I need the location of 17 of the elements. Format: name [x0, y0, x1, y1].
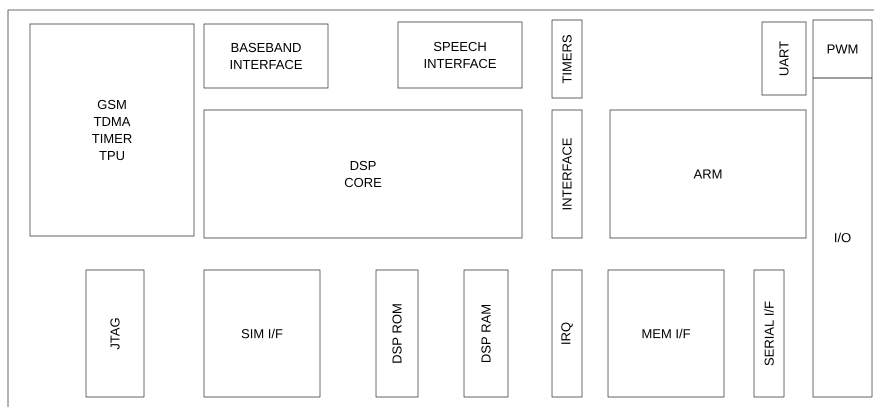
block-box: GSM TDMA TIMER TPU — [30, 24, 194, 236]
block-box: PWM — [812, 20, 872, 78]
block-box: SIM I/F — [204, 270, 320, 398]
block-box: ARM — [610, 110, 806, 238]
block-box: SERIAL I/F — [754, 270, 784, 398]
block-box: I/O — [812, 78, 872, 398]
block-box: UART — [762, 22, 806, 96]
block-box: DSP RAM — [464, 270, 508, 398]
block-box: BASEBAND INTERFACE — [204, 24, 328, 88]
block-box: SPEECH INTERFACE — [398, 22, 522, 88]
block-box: JTAG — [86, 270, 144, 398]
block-box: IRQ — [552, 270, 582, 398]
block-box: DSP CORE — [204, 110, 522, 238]
block-box: MEM I/F — [608, 270, 724, 398]
block-box: INTERFACE — [552, 110, 582, 238]
block-box: TIMERS — [552, 20, 582, 98]
block-box: DSP ROM — [376, 270, 418, 398]
